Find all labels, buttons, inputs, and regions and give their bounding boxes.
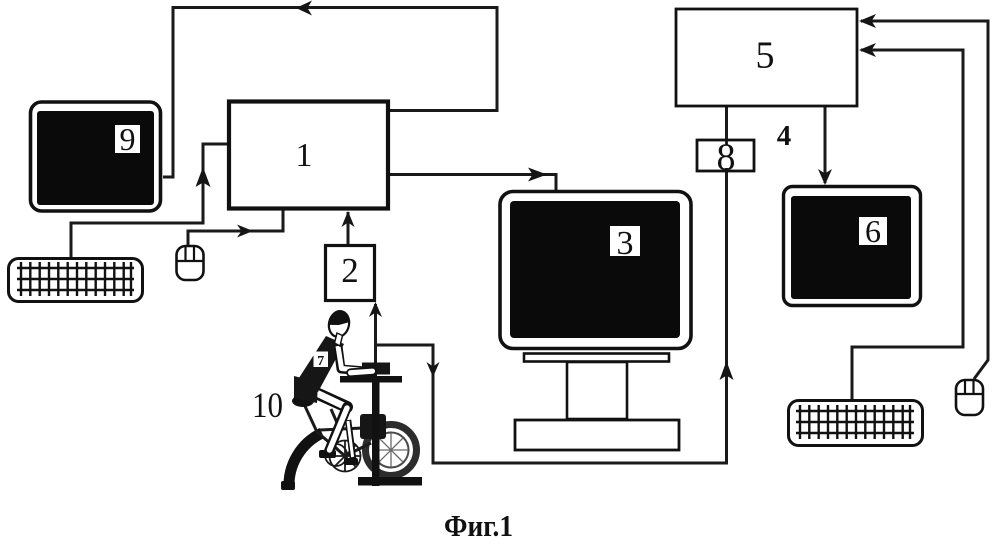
svg-text:2: 2 (341, 251, 359, 290)
svg-text:3: 3 (617, 225, 634, 262)
svg-text:8: 8 (717, 137, 736, 179)
svg-text:6: 6 (865, 213, 881, 249)
svg-text:Фиг.1: Фиг.1 (444, 508, 513, 543)
svg-text:9: 9 (120, 121, 136, 157)
svg-text:5: 5 (756, 35, 775, 77)
svg-text:7: 7 (317, 354, 324, 369)
svg-text:1: 1 (296, 137, 313, 174)
svg-text:4: 4 (777, 120, 792, 152)
svg-text:10: 10 (252, 385, 283, 425)
